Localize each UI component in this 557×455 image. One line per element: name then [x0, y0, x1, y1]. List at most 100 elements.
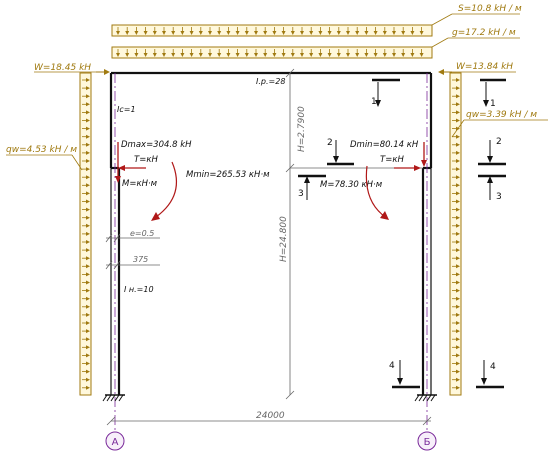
- dead-load-arrow-head: [162, 53, 166, 57]
- mmin-moment-arc: [155, 161, 178, 218]
- dead-load-arrow-head: [309, 53, 314, 57]
- wind-left-arrow-head: [86, 159, 90, 163]
- wind-left-arrow-head: [86, 118, 90, 123]
- wind-right-arrow-head: [456, 86, 460, 91]
- snow-load-arrow-head: [171, 31, 176, 35]
- wind-right: W=13.84 kH qw=3.39 kH / м: [438, 62, 548, 396]
- wind-left-arrow-head: [86, 377, 90, 382]
- dead-load-arrow-head: [373, 53, 378, 57]
- dmax-label: Dmax=304.8 kH: [121, 140, 192, 150]
- wind-left-arrow-head: [86, 199, 90, 204]
- wind-left-arrow-head: [86, 191, 90, 196]
- snow-load-arrow-head: [125, 31, 130, 35]
- a-dim-tick-2: [113, 260, 121, 270]
- wind-left-arrow-head: [86, 385, 90, 390]
- wind-right-arrow-head: [456, 353, 460, 358]
- wind-left-arrow-head: [86, 231, 90, 236]
- wind-left-arrow-head: [86, 345, 90, 350]
- section-markers: 1 1 2 2 3 3 4 4: [298, 78, 506, 389]
- dead-load-arrow-head: [254, 53, 258, 57]
- wind-right-arrow-head: [456, 377, 460, 382]
- crane-left: Dmax=304.8 kH T=кН M=кН·м Mmin=265.53 кН…: [105, 140, 270, 270]
- snow-load-arrow-head: [346, 31, 350, 35]
- wind-right-arrow-head: [456, 272, 460, 277]
- wind-right-arrow-head: [456, 223, 460, 228]
- snow-load-arrow-head: [364, 31, 369, 35]
- wind-left-arrow-head: [86, 272, 90, 277]
- a-dim-tick-1: [105, 260, 113, 270]
- dead-load-arrow-head: [152, 53, 157, 57]
- t-right-label: T=кН: [380, 155, 404, 165]
- wind-right-w-arrowhead: [438, 69, 444, 75]
- snow-load-arrow-head: [254, 31, 258, 35]
- mmin-moment-arrowhead: [151, 212, 160, 221]
- wind-left-arrow-head: [86, 142, 90, 147]
- snow-load-arrow-head: [189, 31, 194, 35]
- beam-stiffness-label: I.p.=28: [256, 77, 285, 86]
- wind-right-arrow-head: [456, 321, 460, 325]
- dmin-label: Dmin=80.14 кН: [350, 140, 419, 150]
- snow-load-arrow-head: [143, 31, 148, 35]
- section-1-right-label: 1: [490, 99, 496, 109]
- snow-load-arrow-head: [309, 31, 314, 35]
- dead-load-band: [111, 46, 433, 59]
- snow-load-arrow-head: [208, 31, 212, 35]
- wind-right-arrow-head: [456, 199, 460, 204]
- dead-load-arrow-head: [318, 53, 323, 57]
- e-label: e=0.5: [130, 229, 154, 238]
- dead-load-arrow-head: [235, 53, 240, 57]
- axis-b: Б: [417, 431, 437, 451]
- wind-right-arrow-head: [456, 296, 460, 301]
- t-right-arrowhead: [414, 165, 421, 171]
- wind-right-arrow-head: [456, 102, 460, 107]
- a-label: 375: [133, 255, 148, 264]
- snow-load-arrow-head: [180, 31, 185, 35]
- dead-load-arrow-head: [401, 53, 406, 57]
- wind-right-arrow-head: [456, 312, 460, 317]
- wind-right-arrow-head: [456, 150, 460, 155]
- wind-left-arrow-head: [86, 296, 90, 301]
- wind-left-arrow-head: [86, 304, 90, 309]
- snow-load-arrows: [116, 27, 424, 35]
- axis-a-bubble: [105, 431, 125, 451]
- wind-right-arrow-head: [456, 183, 460, 188]
- wind-left-arrow-head: [86, 110, 90, 115]
- mmin-label: Mmin=265.53 кН·м: [186, 170, 270, 180]
- dead-load-arrow-head: [355, 53, 360, 57]
- dead-load-arrow-head: [327, 53, 332, 57]
- dead-load-arrow-head: [336, 53, 341, 57]
- wind-left-arrow-head: [86, 369, 90, 374]
- snow-load-arrow-head: [226, 31, 231, 35]
- dead-load-arrow-head: [419, 53, 424, 57]
- m-right-moment-arc: [365, 165, 385, 217]
- wind-right-arrow-head: [456, 248, 460, 253]
- wind-right-arrow-head: [456, 337, 460, 342]
- wind-right-arrow-head: [456, 118, 460, 123]
- wind-right-arrow-head: [456, 256, 460, 261]
- dead-load-arrow-head: [364, 53, 369, 57]
- section-3-left-label: 3: [298, 189, 304, 199]
- wind-left-arrow-head: [86, 280, 90, 285]
- snow-load-arrow-head: [198, 31, 203, 35]
- wind-right-arrow-head: [456, 369, 460, 374]
- wind-left: W=18.45 kH qw=4.53 kH / м: [6, 63, 110, 396]
- wind-right-arrow-head: [456, 231, 460, 236]
- e-dim-tick-2: [113, 233, 121, 243]
- span-dimension: [106, 416, 432, 426]
- snow-leader: [431, 13, 453, 26]
- wind-right-arrow-head: [456, 110, 460, 115]
- wind-right-arrow-head: [456, 207, 460, 212]
- dead-load-arrow-head: [116, 53, 120, 57]
- wind-left-q-leader: [71, 154, 83, 171]
- section-4-right-label: 4: [490, 362, 496, 372]
- wind-left-arrow-head: [86, 150, 90, 155]
- dead-load-arrow-head: [189, 53, 194, 57]
- wind-left-w-label: W=18.45 kH: [34, 63, 91, 73]
- m-right-moment-arrowhead: [380, 211, 389, 220]
- dead-load-arrow-head: [346, 53, 350, 57]
- wind-right-arrow-head: [456, 329, 460, 334]
- wind-left-arrow-head: [86, 353, 90, 358]
- wind-right-arrow-head: [456, 288, 460, 293]
- span-label: 24000: [256, 411, 285, 421]
- left-support: [102, 394, 125, 402]
